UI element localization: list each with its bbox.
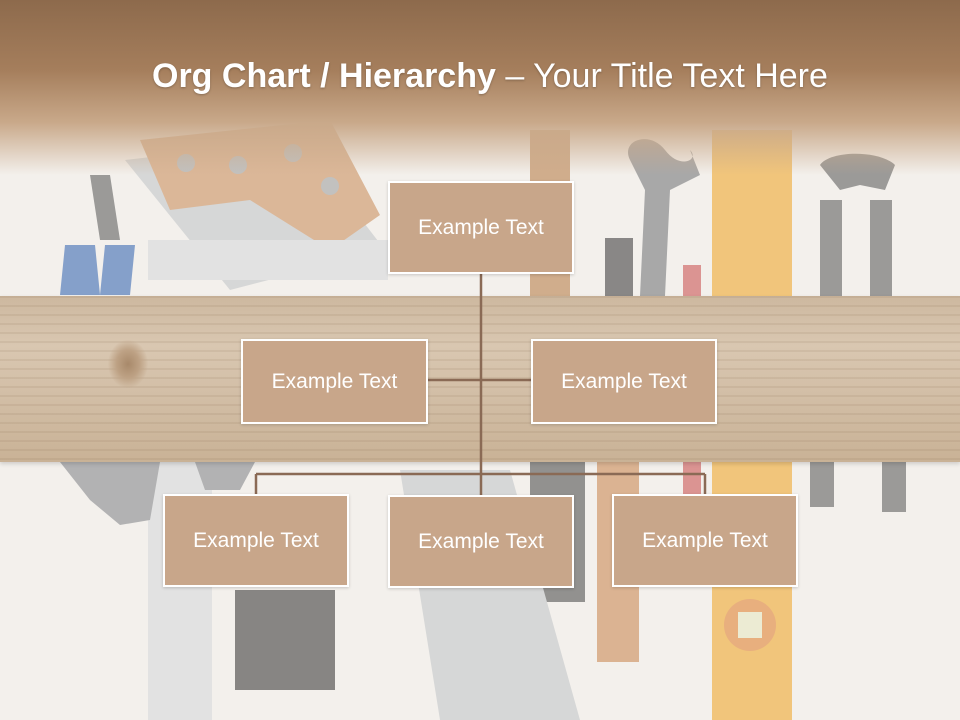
org-node-bottom-left[interactable]: Example Text	[163, 494, 349, 587]
org-node-bottom-left-label: Example Text	[193, 528, 319, 552]
paintbrush-icon	[235, 590, 335, 690]
org-node-mid-right[interactable]: Example Text	[531, 339, 717, 424]
org-node-bottom-right[interactable]: Example Text	[612, 494, 798, 587]
org-node-mid-right-label: Example Text	[561, 369, 687, 393]
org-node-top-label: Example Text	[418, 215, 544, 239]
org-node-bottom-center[interactable]: Example Text	[388, 495, 574, 588]
org-node-top[interactable]: Example Text	[388, 181, 574, 274]
org-node-mid-left[interactable]: Example Text	[241, 339, 428, 424]
title-rest: Your Title Text Here	[533, 57, 828, 95]
wood-knot	[108, 340, 148, 388]
pliers-icon	[60, 175, 135, 295]
slide-title: Org Chart / Hierarchy – Your Title Text …	[152, 52, 912, 100]
title-bold: Org Chart / Hierarchy	[152, 57, 496, 95]
header-band	[0, 0, 960, 175]
wrench-icon	[628, 139, 700, 296]
title-dash: –	[495, 57, 534, 95]
org-node-mid-left-label: Example Text	[271, 369, 398, 393]
org-node-bottom-right-label: Example Text	[642, 528, 768, 552]
org-node-bottom-center-label: Example Text	[418, 529, 544, 553]
circular-saw-blade-icon	[60, 462, 255, 525]
